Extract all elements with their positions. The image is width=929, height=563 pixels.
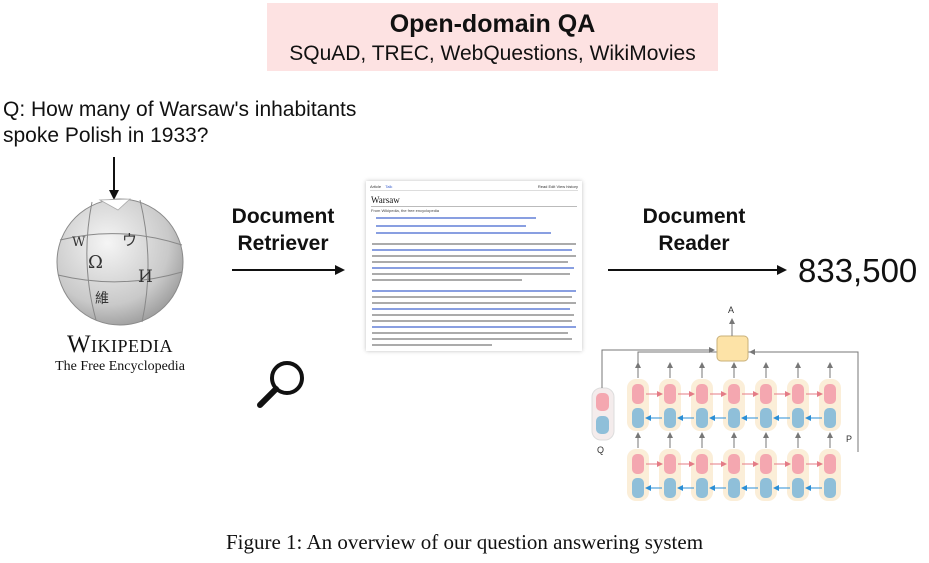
- forward-lstm-cell: [760, 384, 772, 404]
- backward-lstm-cell: [824, 408, 836, 428]
- document-reader-label-line-2: Reader: [658, 232, 730, 255]
- label-q: Q: [597, 445, 605, 455]
- forward-lstm-cell: [728, 454, 740, 474]
- forward-lstm-cell: [696, 384, 708, 404]
- backward-lstm-cell: [632, 478, 644, 498]
- answer-value: 833,500: [798, 252, 918, 289]
- document-text-line: [372, 279, 522, 281]
- svg-text:Ω: Ω: [88, 252, 103, 273]
- search-magnifier-icon: [257, 361, 304, 408]
- backward-lstm-cell: [696, 478, 708, 498]
- forward-lstm-cell: [728, 384, 740, 404]
- document-text-line: [372, 296, 572, 298]
- backward-lstm-cell: [664, 408, 676, 428]
- wikipedia-wordmark: WIKIPEDIA: [44, 331, 196, 359]
- forward-lstm-cell: [664, 384, 676, 404]
- document-text-line: [372, 249, 572, 251]
- document-retriever-label-line-1: Document: [231, 205, 335, 228]
- header-box: [267, 3, 718, 71]
- svg-text:維: 維: [95, 291, 109, 307]
- document-text-line: [372, 338, 572, 340]
- wikipedia-tagline: The Free Encyclopedia: [55, 359, 185, 374]
- backward-lstm-cell: [792, 478, 804, 498]
- header-datasets: SQuAD, TREC, WebQuestions, WikiMovies: [289, 42, 696, 65]
- retrieved-document: Article Talk Read Edit View history Wars…: [366, 181, 582, 351]
- document-retriever-label: Document Retriever: [222, 203, 344, 257]
- backward-lstm-cell: [728, 408, 740, 428]
- wikipedia-wordmark-initial: W: [66, 331, 92, 358]
- document-title: Warsaw: [371, 195, 400, 205]
- backward-lstm-cell: [696, 408, 708, 428]
- document-text-line: [372, 290, 576, 292]
- document-text-line: [372, 344, 492, 346]
- document-reader-label-line-1: Document: [642, 205, 746, 228]
- backward-lstm-cell: [664, 478, 676, 498]
- label-p: P: [846, 434, 853, 444]
- document-text-line: [372, 255, 576, 257]
- forward-lstm-cell: [632, 454, 644, 474]
- svg-text:W: W: [72, 235, 86, 250]
- document-text-line: [376, 217, 536, 219]
- question-text: Q: How many of Warsaw's inhabitants spok…: [3, 97, 423, 149]
- document-text-line: [372, 308, 570, 310]
- answer-box: [716, 335, 749, 362]
- label-a: A: [728, 305, 735, 315]
- header-title: Open-domain QA: [389, 10, 596, 38]
- document-text-line: [372, 332, 568, 334]
- svg-text:ウ: ウ: [122, 231, 137, 249]
- forward-lstm-cell: [792, 454, 804, 474]
- forward-lstm-cell: [792, 384, 804, 404]
- forward-lstm-cell: [824, 384, 836, 404]
- backward-lstm-cell: [760, 478, 772, 498]
- question-line-2: spoke Polish in 1933?: [3, 124, 209, 147]
- backward-lstm-cell: [632, 408, 644, 428]
- backward-lstm-cell: [728, 478, 740, 498]
- document-toolbar: Article Talk Read Edit View history: [370, 184, 578, 191]
- forward-lstm-cell: [632, 384, 644, 404]
- document-tab-talk: Talk: [385, 184, 393, 189]
- forward-lstm-cell: [696, 454, 708, 474]
- reader-network: [591, 318, 859, 501]
- document-text-line: [372, 261, 568, 263]
- document-retriever-label-line-2: Retriever: [237, 232, 329, 255]
- backward-lstm-cell: [792, 408, 804, 428]
- question-line-1: Q: How many of Warsaw's inhabitants: [3, 98, 357, 121]
- document-tab-actions: Read Edit View history: [537, 184, 578, 189]
- document-reader-label: Document Reader: [628, 203, 760, 257]
- figure-caption: Figure 1: An overview of our question an…: [225, 530, 704, 554]
- forward-lstm-cell: [824, 454, 836, 474]
- document-source-line: From Wikipedia, the free encyclopedia: [371, 208, 440, 213]
- document-text-line: [372, 302, 576, 304]
- question-to-answer-arrow: [601, 347, 715, 388]
- document-text-line: [372, 243, 576, 245]
- document-text-line: [372, 273, 570, 275]
- svg-text:И: И: [138, 267, 153, 287]
- document-tab-article: Article: [370, 184, 382, 189]
- forward-lstm-cell: [664, 454, 676, 474]
- question-token-backward: [596, 416, 609, 434]
- wikipedia-globe-icon: Ω И 維 ウ W: [56, 198, 184, 326]
- forward-lstm-cell: [760, 454, 772, 474]
- document-text-line: [372, 320, 572, 322]
- wikipedia-wordmark-rest: IKIPEDIA: [91, 336, 174, 356]
- document-text-line: [372, 314, 574, 316]
- question-token-forward: [596, 393, 609, 411]
- document-text-line: [376, 225, 526, 227]
- document-title-rule: [371, 206, 577, 207]
- document-text-line: [372, 267, 574, 269]
- backward-lstm-cell: [760, 408, 772, 428]
- document-text-line: [376, 232, 551, 234]
- backward-lstm-cell: [824, 478, 836, 498]
- document-text-line: [372, 326, 576, 328]
